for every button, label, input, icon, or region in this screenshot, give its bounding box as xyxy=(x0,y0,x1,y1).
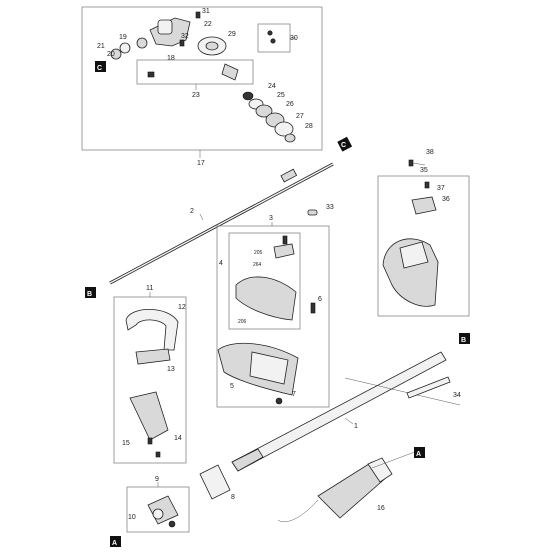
callout-21: 21 xyxy=(97,43,105,50)
callout-11: 11 xyxy=(146,285,153,292)
tag-b-left: B xyxy=(85,287,96,298)
callout-16: 16 xyxy=(377,505,385,512)
tag-a-left-label: A xyxy=(112,540,117,547)
tag-b-right: B xyxy=(459,333,470,344)
blade-guard-box: 38 35 37 36 xyxy=(377,149,470,317)
callout-10: 10 xyxy=(128,514,136,521)
grip-8: 8 xyxy=(199,464,235,501)
tag-a-left: A xyxy=(110,536,121,547)
tag-b-right-label: B xyxy=(461,337,466,344)
callout-37: 37 xyxy=(437,185,445,192)
callout-26: 26 xyxy=(286,101,294,108)
drive-shaft-2: 2 xyxy=(109,162,334,285)
callout-3: 3 xyxy=(269,215,273,222)
callout-35: 35 xyxy=(420,167,428,174)
callout-15: 15 xyxy=(122,440,130,447)
callout-264: 264 xyxy=(253,262,262,268)
tag-c-lower: C xyxy=(95,61,106,72)
callout-23: 23 xyxy=(192,92,200,99)
tag-c-upper: C xyxy=(337,136,353,152)
callout-25: 25 xyxy=(277,92,285,99)
tag-a-right: A xyxy=(414,447,425,458)
callout-4: 4 xyxy=(219,260,223,267)
callout-28: 28 xyxy=(305,123,313,130)
shield-assembly-box: 3 4 33 6 5 7 205 264 206 xyxy=(216,204,334,408)
callout-19: 19 xyxy=(119,34,127,41)
callout-205: 205 xyxy=(254,250,263,256)
callout-29: 29 xyxy=(228,31,236,38)
tag-c-upper-label: C xyxy=(341,142,346,149)
callout-1: 1 xyxy=(354,423,358,430)
callout-7: 7 xyxy=(292,391,296,398)
callout-27: 27 xyxy=(296,113,304,120)
callout-36: 36 xyxy=(442,196,450,203)
callout-24: 24 xyxy=(268,83,276,90)
handle-box-11: 11 12 13 14 15 xyxy=(113,285,187,464)
callout-6: 6 xyxy=(318,296,322,303)
callout-18: 18 xyxy=(167,55,175,62)
callout-2: 2 xyxy=(190,208,194,215)
tag-b-left-label: B xyxy=(87,291,92,298)
callout-33: 33 xyxy=(326,204,334,211)
callout-31: 31 xyxy=(202,8,210,15)
callout-12: 12 xyxy=(178,304,186,311)
callout-30: 30 xyxy=(290,35,298,42)
callout-8: 8 xyxy=(231,494,235,501)
callout-9: 9 xyxy=(155,476,159,483)
callout-5: 5 xyxy=(230,383,234,390)
callout-22: 22 xyxy=(204,21,212,28)
clamp-9-10: 9 10 xyxy=(126,476,190,533)
callout-34: 34 xyxy=(453,392,461,399)
rear-handle-16: 16 xyxy=(277,449,421,523)
callout-38: 38 xyxy=(426,149,434,156)
callout-20: 20 xyxy=(107,51,115,58)
callout-32: 32 xyxy=(181,33,189,40)
gear-head-box-17: 17 23 30 31 22 32 18 29 xyxy=(81,6,323,167)
callout-13: 13 xyxy=(167,366,175,373)
tag-a-right-label: A xyxy=(416,451,421,458)
callout-17: 17 xyxy=(197,160,205,167)
callout-206: 206 xyxy=(238,319,247,325)
main-pipe-1: 1 34 xyxy=(231,351,461,472)
tag-c-lower-label: C xyxy=(97,65,102,72)
callout-14: 14 xyxy=(174,435,182,442)
